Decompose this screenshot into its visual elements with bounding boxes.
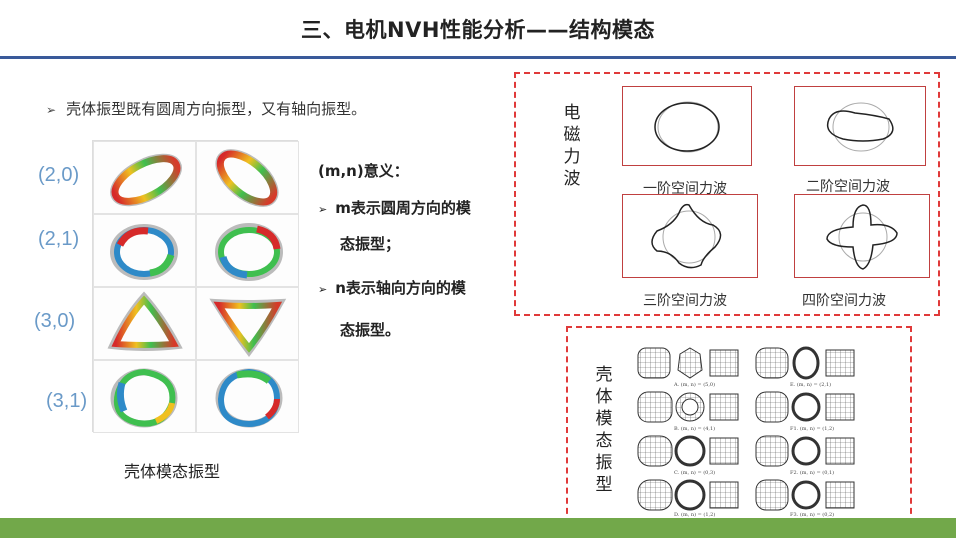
third-order-caption: 三阶空间力波 <box>643 293 727 309</box>
mode-shape-2-1-a <box>110 224 178 280</box>
mode-label-3-1: (3,1) <box>46 390 88 412</box>
first-order-caption: 一阶空间力波 <box>643 181 727 197</box>
vlabel-char: 振 <box>595 453 613 473</box>
fourth-order-caption: 四阶空间力波 <box>802 293 886 309</box>
vlabel-char: 磁 <box>563 125 581 145</box>
page-title: 三、电机NVH性能分析——结构模态 <box>301 18 655 42</box>
second-order-caption: 二阶空间力波 <box>806 179 890 195</box>
mn-meaning-title: (m,n)意义： <box>318 162 409 180</box>
em-force-wave-box <box>514 72 940 316</box>
mode-shape-2-0-b <box>215 149 279 207</box>
housing-mode-shapes-image <box>92 140 299 433</box>
title-divider <box>0 56 956 59</box>
bullet-arrow-icon: ➢ <box>46 103 57 117</box>
shell-caption-b: B. (m, n) = (4,1) <box>674 426 716 432</box>
bullet-arrow-icon: ➢ <box>318 283 328 296</box>
shell-caption-f2: F2. (m, n) = (0,1) <box>790 470 835 476</box>
vlabel-char: 电 <box>563 103 581 123</box>
vlabel-char: 力 <box>563 147 581 167</box>
third-order-wave-image <box>622 194 758 278</box>
mn-item-m-cont: 态振型； <box>340 235 401 253</box>
vlabel-char: 体 <box>595 387 613 407</box>
shell-caption-a: A. (m, n) = (5,0) <box>674 382 716 388</box>
mode-shape-3-1-b <box>215 368 283 428</box>
shell-caption-e: E. (m, n) = (2,1) <box>790 382 832 388</box>
mode-shape-cell <box>93 287 196 360</box>
shell-mode-shapes-diagram <box>637 346 855 511</box>
vlabel-char: 壳 <box>595 365 613 385</box>
vlabel-char: 态 <box>595 431 613 451</box>
mode-shape-cell <box>93 360 196 433</box>
shell-caption-f3: F3. (m, n) = (0,2) <box>790 512 835 518</box>
mode-shape-3-0-a <box>107 291 183 351</box>
vlabel-char: 波 <box>563 169 581 189</box>
shell-caption-f1: F1. (m, n) = (1,2) <box>790 426 835 432</box>
first-order-wave-image <box>622 86 752 166</box>
mode-label-2-1: (2,1) <box>38 228 80 250</box>
mode-shape-cell <box>196 287 299 360</box>
main-bullet: ➢ 壳体振型既有圆周方向振型，又有轴向振型。 <box>46 98 366 119</box>
footer-bar <box>0 518 956 538</box>
mn-item-n: ➢ n表示轴向方向的模 <box>318 272 466 306</box>
shell-caption-d: D. (m, n) = (1,2) <box>674 512 716 518</box>
mode-shape-cell <box>93 141 196 214</box>
grid-caption: 壳体模态振型 <box>124 462 221 481</box>
mode-shape-cell <box>93 214 196 287</box>
mode-shape-2-0-a <box>110 153 182 207</box>
fourth-order-wave-diagram <box>826 204 898 270</box>
shell-vertical-label: 壳 体 模 态 振 型 <box>594 364 614 496</box>
second-order-wave-image <box>794 86 926 166</box>
third-order-wave-diagram <box>651 203 722 269</box>
em-vertical-label: 电 磁 力 波 <box>562 102 582 190</box>
mode-label-3-0: (3,0) <box>34 310 76 332</box>
mode-shape-2-1-b <box>215 223 283 281</box>
shell-caption-c: C. (m, n) = (0,3) <box>674 470 716 476</box>
shell-group-left <box>637 347 739 511</box>
mn-item-m-text: m表示圆周方向的模 <box>335 199 471 217</box>
mode-shape-3-0-b <box>209 298 287 358</box>
mode-shape-cell <box>196 360 299 433</box>
mn-item-n-text: n表示轴向方向的模 <box>335 279 466 297</box>
first-order-wave-diagram <box>654 101 720 153</box>
vlabel-char: 型 <box>595 475 613 495</box>
second-order-wave-diagram <box>826 102 894 152</box>
bullet-arrow-icon: ➢ <box>318 203 328 216</box>
shell-mode-shapes-image: A. (m, n) = (5,0) B. (m, n) = (4,1) C. (… <box>630 342 870 524</box>
mn-item-n-cont: 态振型。 <box>340 321 401 339</box>
shell-group-right <box>755 346 855 511</box>
mode-shape-cell <box>196 214 299 287</box>
mode-shape-3-1-a <box>110 368 178 428</box>
main-bullet-text: 壳体振型既有圆周方向振型，又有轴向振型。 <box>66 100 367 118</box>
mode-shape-cell <box>196 141 299 214</box>
vlabel-char: 模 <box>595 409 613 429</box>
fourth-order-wave-image <box>794 194 930 278</box>
mn-item-m: ➢ m表示圆周方向的模 <box>318 192 471 226</box>
mode-label-2-0: (2,0) <box>38 164 80 186</box>
